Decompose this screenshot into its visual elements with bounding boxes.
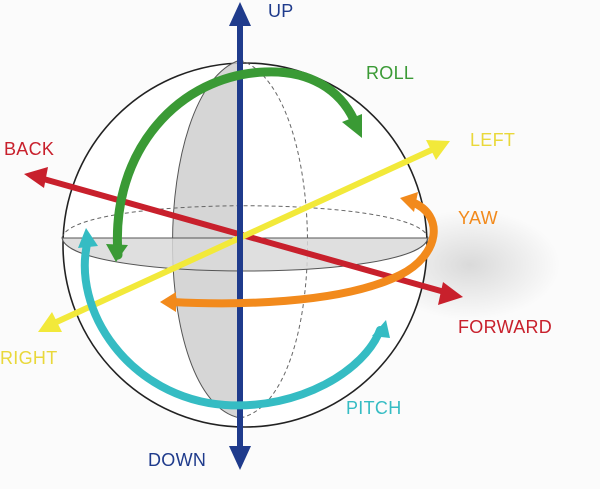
right-label: RIGHT bbox=[0, 348, 58, 368]
pitch-label: PITCH bbox=[346, 398, 402, 418]
forward-label: FORWARD bbox=[458, 317, 552, 337]
roll-arrow bbox=[112, 67, 359, 260]
left-right-axis bbox=[48, 144, 440, 328]
roll-arrowhead-start bbox=[106, 244, 128, 262]
pitch-arrow bbox=[80, 236, 384, 410]
left-label: LEFT bbox=[470, 130, 515, 150]
equator-ring-back bbox=[61, 205, 429, 239]
up-label: UP bbox=[268, 1, 294, 21]
forward-arrowhead bbox=[438, 282, 463, 305]
yaw-arrow bbox=[168, 198, 438, 308]
left-arrowhead bbox=[426, 140, 450, 160]
pitch-arrowhead-end bbox=[372, 320, 390, 338]
back-label: BACK bbox=[4, 139, 54, 159]
pitch-arrowhead-start bbox=[78, 228, 98, 248]
yaw-label: YAW bbox=[458, 208, 498, 228]
yaw-arrowhead-left bbox=[160, 292, 176, 312]
down-arrowhead bbox=[229, 446, 251, 470]
up-arrowhead bbox=[229, 2, 251, 26]
back-arrowhead bbox=[24, 167, 48, 188]
right-arrowhead bbox=[38, 312, 62, 332]
yaw-arrowhead-top bbox=[400, 192, 418, 212]
down-label: DOWN bbox=[148, 450, 206, 470]
roll-label: ROLL bbox=[366, 63, 414, 83]
roll-arrowhead-end bbox=[342, 114, 362, 138]
